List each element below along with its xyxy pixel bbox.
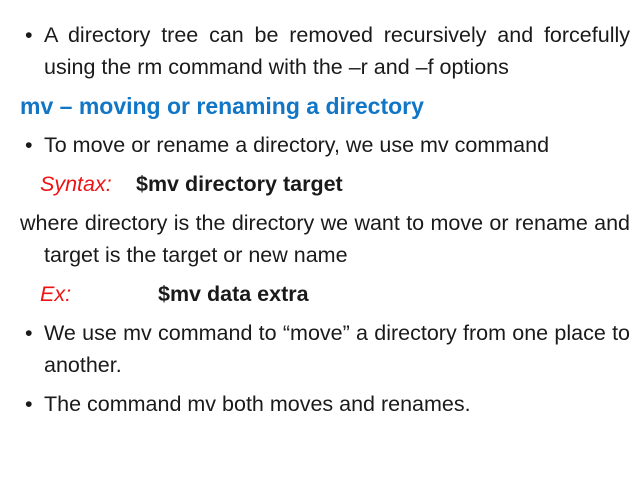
bullet-point-mv-renames-text: The command mv both moves and renames. <box>44 392 471 416</box>
example-line: Ex: $mv data extra <box>0 278 638 310</box>
bullet-point-rm-recursive: • A directory tree can be removed recurs… <box>0 19 638 83</box>
bullet-icon: • <box>25 133 33 157</box>
bullet-point-mv-usage-text: To move or rename a directory, we use mv… <box>44 133 550 157</box>
section-heading-mv: mv – moving or renaming a directory <box>20 93 424 119</box>
bullet-icon: • <box>25 392 33 416</box>
bullet-point-rm-recursive-text: A directory tree can be removed recursiv… <box>44 23 630 79</box>
bullet-icon: • <box>25 321 33 345</box>
bullet-point-mv-renames: • The command mv both moves and renames. <box>0 388 638 420</box>
example-command-text: $mv data extra <box>157 282 309 306</box>
where-explanation-paragraph: where directory is the directory we want… <box>20 211 630 267</box>
syntax-label: Syntax: <box>40 172 112 196</box>
bullet-point-mv-move: • We use mv command to “move” a director… <box>0 317 638 381</box>
syntax-line: Syntax: $mv directory target <box>0 168 638 200</box>
bullet-point-mv-usage: • To move or rename a directory, we use … <box>0 129 638 161</box>
bullet-point-mv-move-text: We use mv command to “move” a directory … <box>44 321 630 377</box>
bullet-icon: • <box>25 23 33 47</box>
example-label: Ex: <box>40 282 72 306</box>
syntax-command-text: $mv directory target <box>135 172 343 196</box>
